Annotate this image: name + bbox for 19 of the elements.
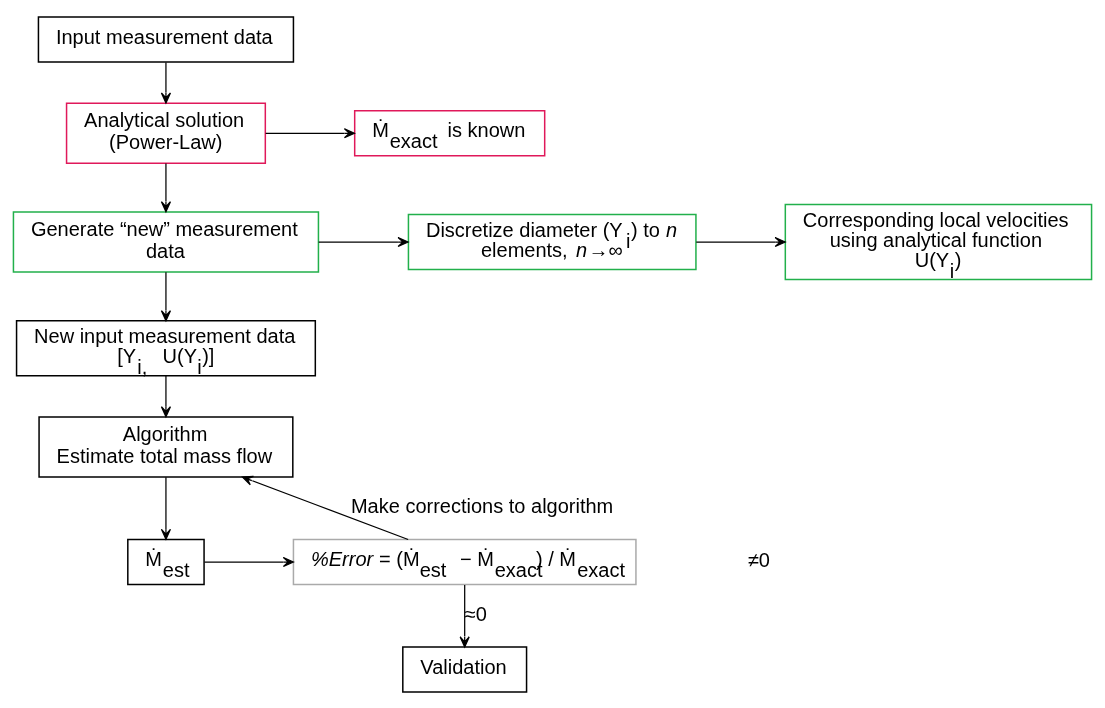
arrow [265,127,356,138]
node-box: Input measurement data [37,15,295,63]
node-box: Analytical solution (Power-Law) [65,102,267,164]
arrow [160,374,172,417]
arrow [203,556,295,567]
arrow [160,61,172,104]
label: ≠0 [747,548,770,571]
node-box: Validation [402,645,528,693]
arrow [318,236,409,247]
node-box: Generate “new” measurement data [12,210,320,273]
edge-label: Make corrections to algorithm [350,494,614,517]
arrow [160,271,172,321]
edge-label: ≈0 [464,602,487,624]
arrow [160,162,172,212]
arrow [459,583,470,647]
node-box: Algorithm Estimate total mass flow [38,415,294,478]
arrow [160,476,172,540]
arrow [695,236,786,247]
arrow [241,475,409,540]
